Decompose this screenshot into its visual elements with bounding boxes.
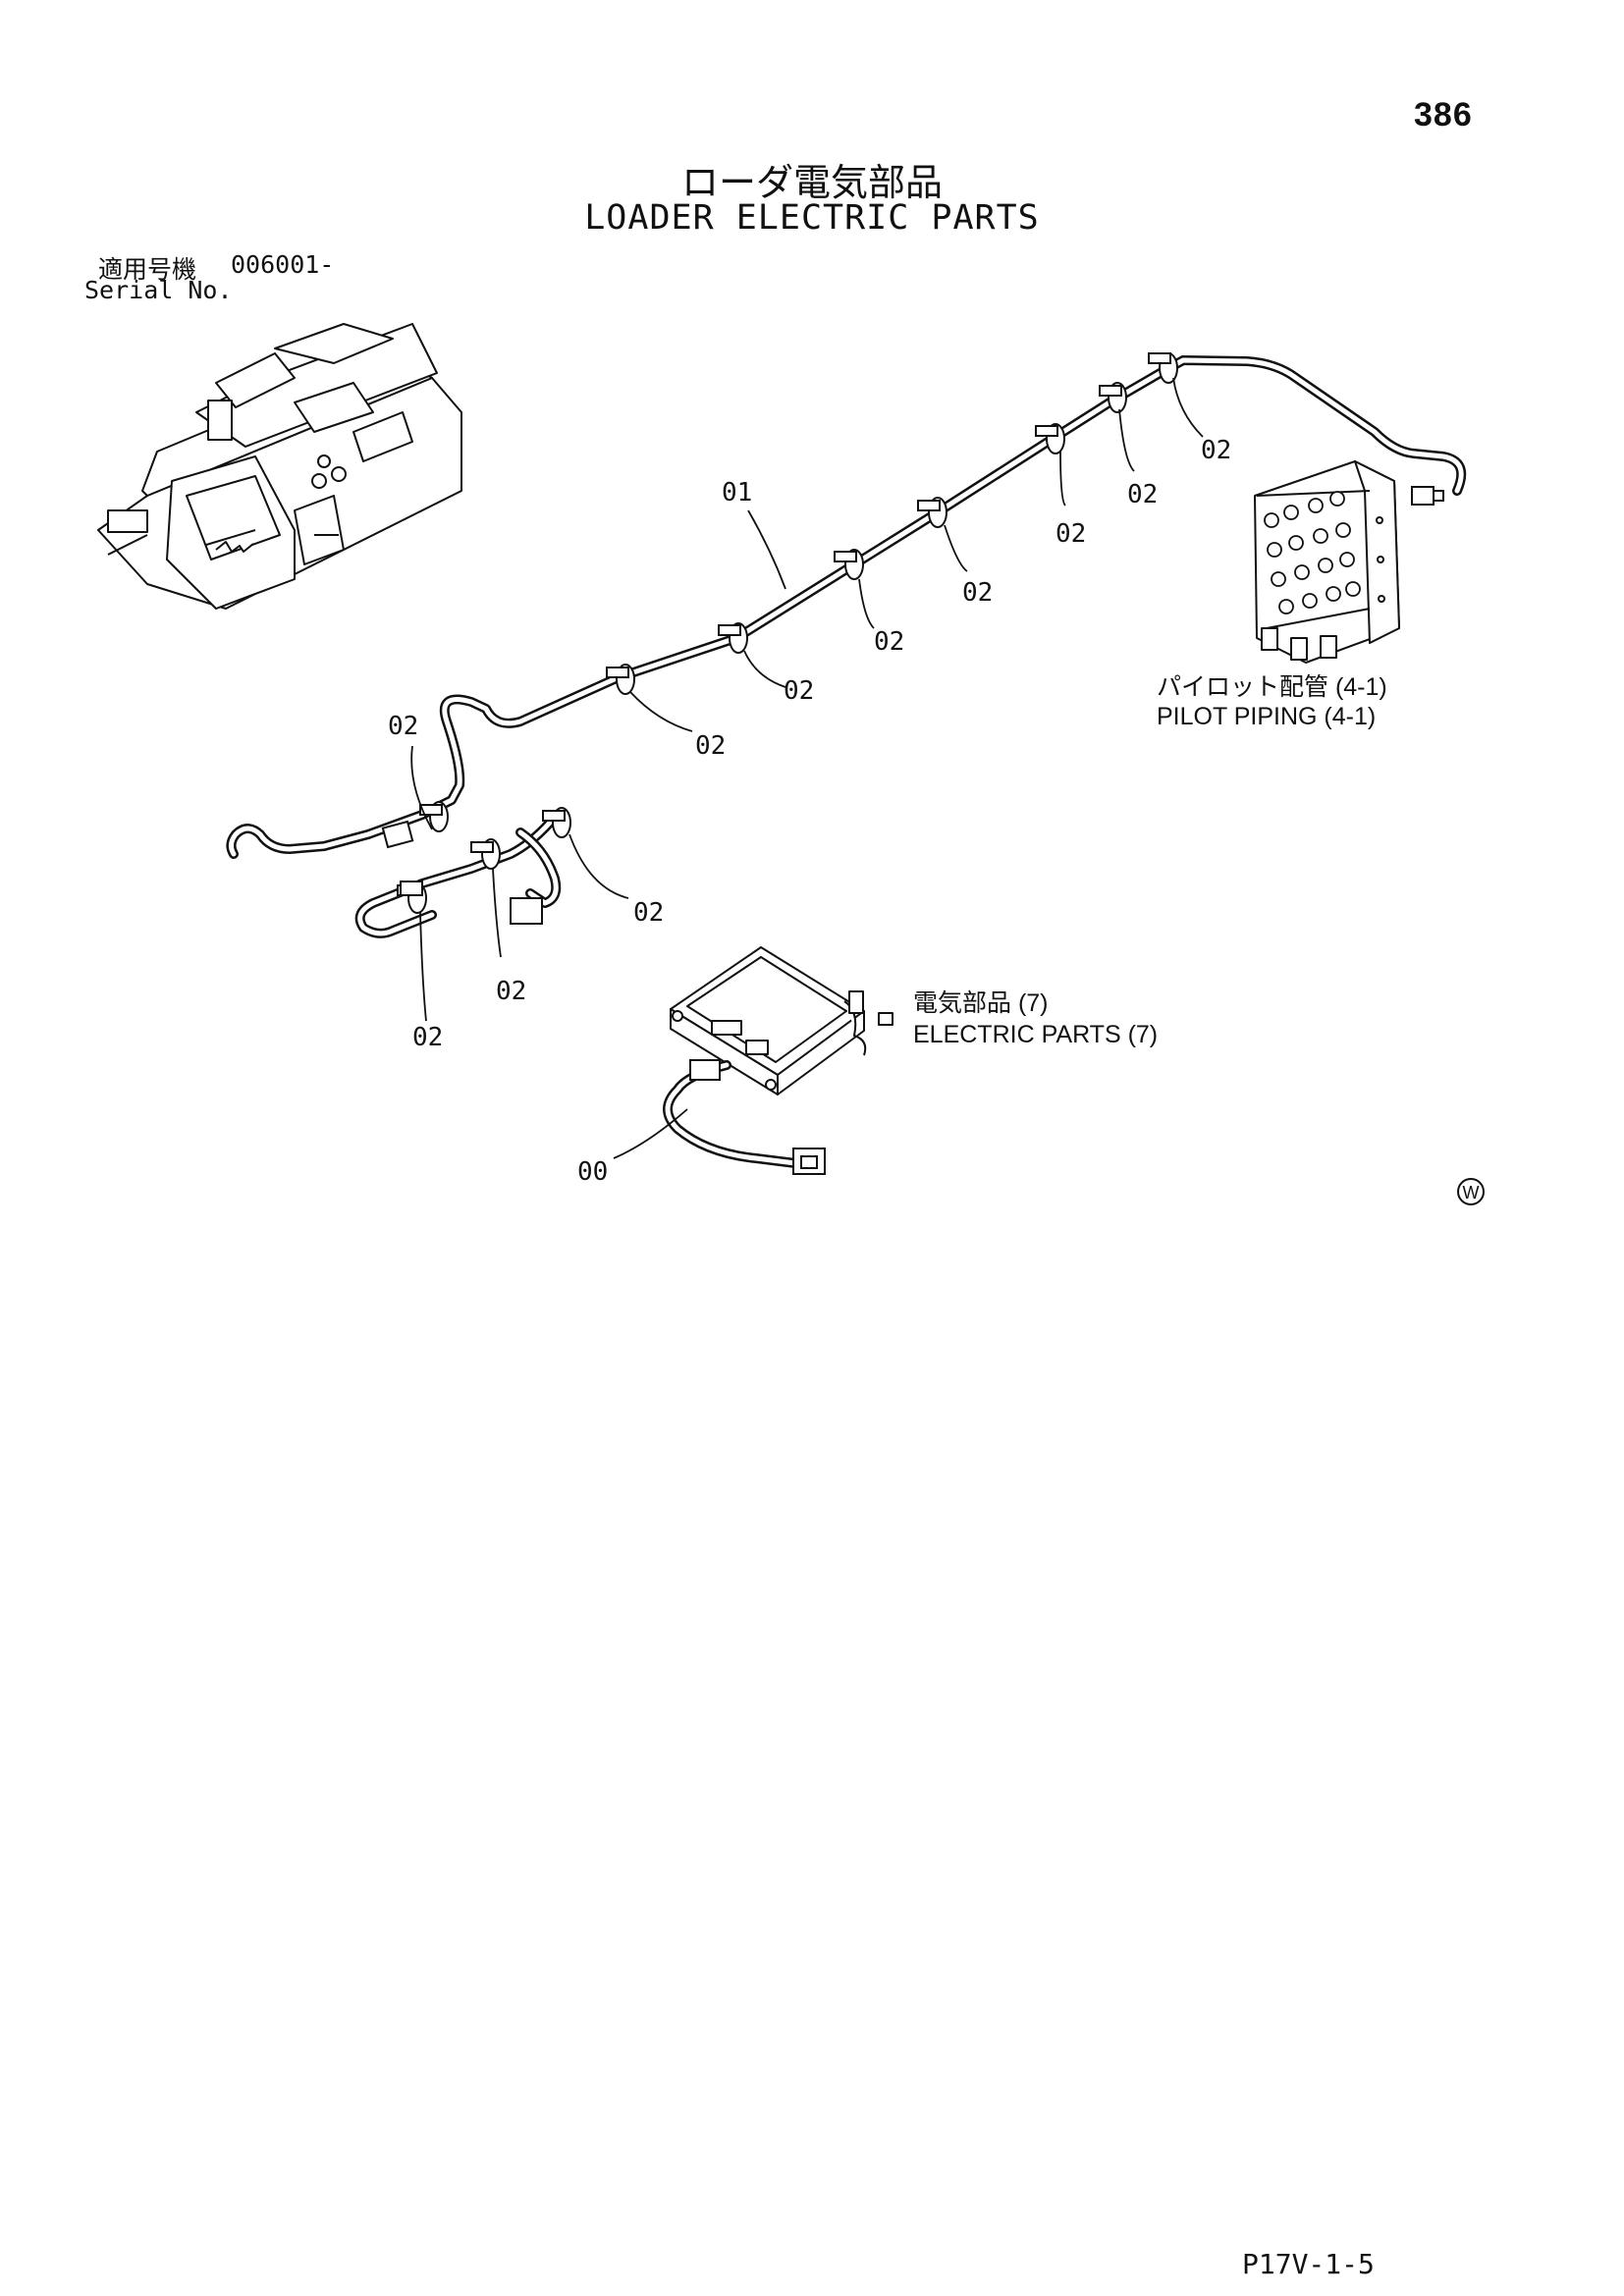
callout-02: 02 xyxy=(695,731,726,761)
connector xyxy=(381,820,414,849)
clamp xyxy=(917,497,947,528)
callout-02: 02 xyxy=(412,1023,443,1052)
ref-electric-parts-en: ELECTRIC PARTS (7) xyxy=(913,1021,1158,1048)
footer-code: P17V-1-5 xyxy=(1242,2248,1375,2280)
callout-02: 02 xyxy=(784,676,814,706)
wire-harness-01 xyxy=(226,355,1467,938)
clamp xyxy=(606,664,635,695)
ref-pilot-piping-ja: パイロット配管 (4-1) xyxy=(1157,673,1387,701)
leader-lines xyxy=(410,377,1204,1159)
corner-mark: W xyxy=(1463,1183,1480,1202)
callout-02: 02 xyxy=(1201,436,1231,465)
serial-label-en: Serial No. xyxy=(84,276,233,304)
serial-value: 006001- xyxy=(231,250,335,279)
callout-01: 01 xyxy=(722,478,752,507)
callout-02: 02 xyxy=(388,712,418,741)
harness-clamps xyxy=(397,352,1178,914)
harness-00-connectors xyxy=(689,1059,826,1175)
clamp xyxy=(542,807,571,838)
serial-label-ja: 適用号機 xyxy=(98,255,197,284)
clamp xyxy=(718,622,748,654)
connector xyxy=(510,897,543,925)
circled-w-icon: W xyxy=(1457,1178,1485,1205)
controller-box-drawing xyxy=(670,946,893,1095)
page-title-en: LOADER ELECTRIC PARTS xyxy=(584,198,1040,238)
control-valve-drawing xyxy=(1254,460,1400,664)
callout-02: 02 xyxy=(874,627,904,657)
page-title-ja: ローダ電気部品 xyxy=(680,161,943,204)
ref-electric-parts-ja: 電気部品 (7) xyxy=(913,989,1049,1017)
page-number: 386 xyxy=(1414,96,1473,133)
ref-pilot-piping-en: PILOT PIPING (4-1) xyxy=(1157,703,1376,730)
clamp xyxy=(419,801,449,832)
clamp xyxy=(470,838,501,870)
callout-02: 02 xyxy=(1056,519,1086,549)
callout-02: 02 xyxy=(633,898,664,928)
clamp xyxy=(1099,382,1127,413)
clamp xyxy=(1148,352,1178,384)
callout-00: 00 xyxy=(577,1157,608,1187)
callout-02: 02 xyxy=(962,578,993,608)
connector xyxy=(400,881,423,896)
clamp xyxy=(834,549,864,580)
harness-connectors xyxy=(381,486,1444,925)
connector xyxy=(1411,486,1444,506)
callout-02: 02 xyxy=(496,977,526,1006)
callout-02: 02 xyxy=(1127,480,1158,509)
callout-numbers: 01 02 02 02 02 02 02 02 02 02 02 02 00 xyxy=(388,436,1231,1187)
machine-thumbnail xyxy=(97,323,462,610)
clamp xyxy=(1035,423,1065,454)
cross-references: パイロット配管 (4-1) PILOT PIPING (4-1) 電気部品 (7… xyxy=(913,673,1387,1048)
